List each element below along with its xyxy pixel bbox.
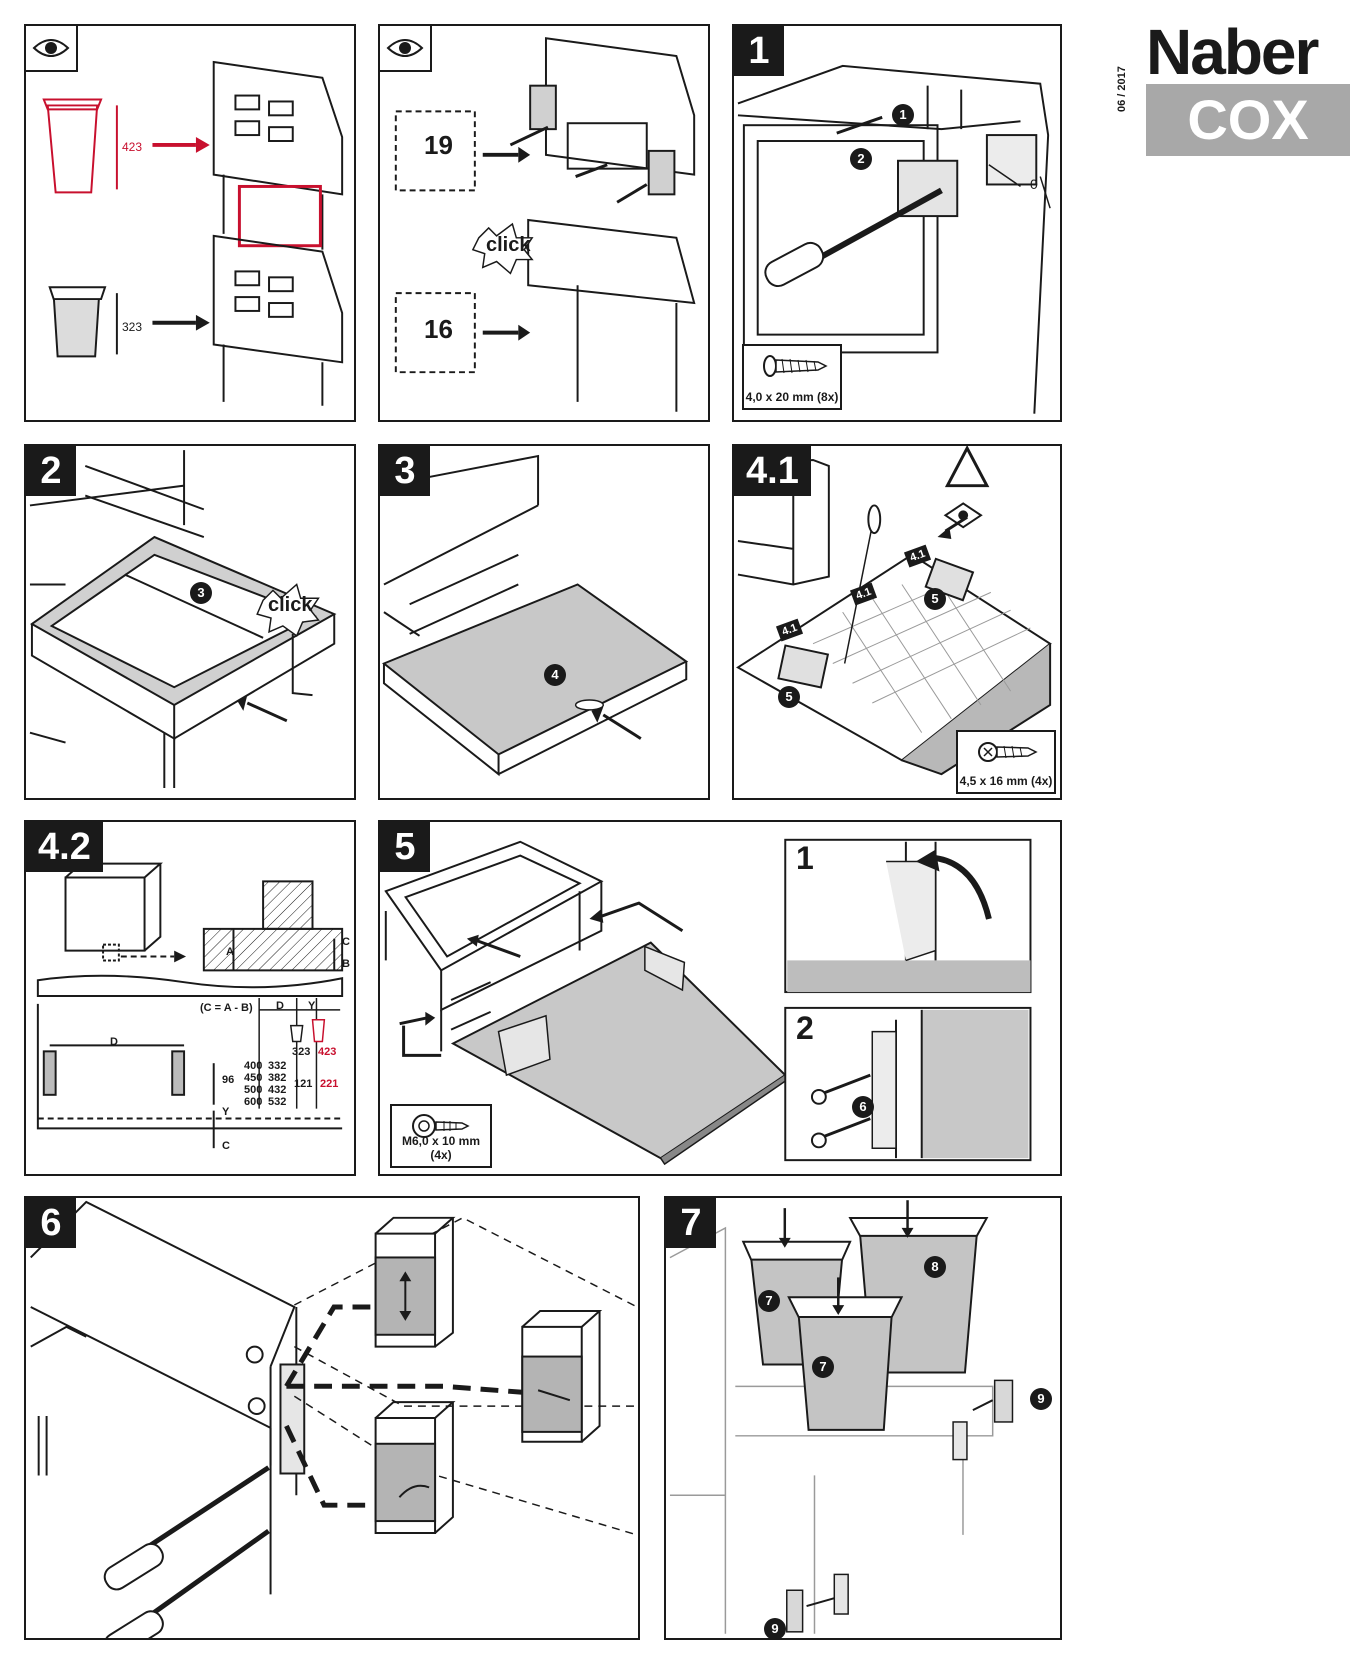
- panel-step-5: 5 1 2 6 M6,0 x 10 mm (4x): [378, 820, 1062, 1176]
- step-badge: 5: [778, 686, 800, 708]
- step-badge: 5: [924, 588, 946, 610]
- step-badge: 6: [852, 1096, 874, 1118]
- screw-spec-box: 4,5 x 16 mm (4x): [956, 730, 1056, 794]
- issue-date: 06 / 2017: [1116, 66, 1128, 112]
- bin-frame-illustration: [42, 60, 344, 406]
- step-badge: 1: [892, 104, 914, 126]
- panel-step-4-2: 4.2 A B C (C = A - B) D 96 Y C D Y 323 4…: [24, 820, 356, 1176]
- dim-b: B: [342, 958, 350, 970]
- step-4-2-illustration: [36, 862, 344, 1149]
- panel-step-3: 3 4: [378, 444, 710, 800]
- step-badge: 8: [924, 1256, 946, 1278]
- screw-icon: [978, 742, 1038, 762]
- table-col-small: 323: [292, 1046, 311, 1058]
- table-row-d: 432: [268, 1084, 287, 1096]
- step-badge: 4: [544, 664, 566, 686]
- step-5-illustration: [384, 838, 1032, 1166]
- table-y-large: 221: [320, 1078, 339, 1090]
- dim-c: C: [342, 936, 350, 948]
- table-row-d: 532: [268, 1096, 287, 1108]
- screw-spec-box: M6,0 x 10 mm (4x): [390, 1104, 492, 1168]
- panel-panel-thickness: 19 16 click: [378, 24, 710, 422]
- step-number: 7: [666, 1198, 716, 1248]
- table-row-left: 400: [244, 1060, 263, 1072]
- step-number: 4.2: [26, 822, 103, 872]
- step-1-illustration: [737, 64, 1051, 414]
- table-row-left: 450: [244, 1072, 263, 1084]
- step-number: 5: [380, 822, 430, 872]
- step-number: 2: [26, 446, 76, 496]
- step-number: 3: [380, 446, 430, 496]
- table-head-y: Y: [308, 1000, 316, 1012]
- label-16: 16: [424, 314, 453, 344]
- panel-step-2: 2 3 click: [24, 444, 356, 800]
- dim-d: D: [110, 1036, 118, 1048]
- step-badge: 3: [190, 582, 212, 604]
- step-number: 6: [26, 1198, 76, 1248]
- table-row-d: 332: [268, 1060, 287, 1072]
- gap-label: 0: [1030, 176, 1038, 192]
- eye-icon: [26, 26, 78, 72]
- dim-a: A: [226, 946, 234, 958]
- dim-96: 96: [222, 1074, 235, 1086]
- label-19: 19: [424, 130, 453, 160]
- screw-label: 4,0 x 20 mm (8x): [745, 390, 839, 404]
- table-row-left: 500: [244, 1084, 263, 1096]
- table-head-d: D: [276, 1000, 284, 1012]
- panel-step-6: 6: [24, 1196, 640, 1640]
- brand-logo: Naber: [1146, 16, 1319, 88]
- click-text: click: [268, 594, 313, 616]
- detail-number-2: 2: [796, 1010, 814, 1046]
- step-badge: 2: [850, 148, 872, 170]
- eye-icon: [380, 26, 432, 72]
- step-2-illustration: [29, 450, 337, 788]
- panel-step-4-1: 4.1 4.1 4.1 4.1 5 5 4,5 x 16 mm (4x): [732, 444, 1062, 800]
- screw-label: M6,0 x 10 mm (4x): [401, 1134, 481, 1162]
- table-row-left: 600: [244, 1096, 263, 1108]
- table-row-d: 382: [268, 1072, 287, 1084]
- step-3-illustration: [382, 454, 689, 777]
- step-number: 1: [734, 26, 784, 76]
- step-badge: 9: [764, 1618, 786, 1638]
- table-col-large: 423: [318, 1046, 337, 1058]
- step-4-1-illustration: [736, 446, 1052, 776]
- formula: (C = A - B): [200, 1002, 253, 1014]
- dim-c-bottom: C: [222, 1140, 230, 1152]
- panel-step-7: 7 7 7 8 9 9: [664, 1196, 1062, 1640]
- screw-icon: [412, 1114, 470, 1138]
- step-6-illustration: [30, 1200, 638, 1638]
- screw-label: 4,5 x 16 mm (4x): [959, 774, 1053, 788]
- screw-spec-box: 4,0 x 20 mm (8x): [742, 344, 842, 410]
- dim-y: Y: [222, 1106, 230, 1118]
- model-name: COX: [1146, 84, 1350, 156]
- step-badge: 7: [812, 1356, 834, 1378]
- frame-adapter-illustration: [394, 37, 696, 412]
- step-7-illustration: [669, 1200, 1014, 1634]
- panel-bin-size-overview: 423 323: [24, 24, 356, 422]
- detail-number-1: 1: [796, 840, 814, 876]
- step-badge: 9: [1030, 1388, 1052, 1410]
- table-y-small: 121: [294, 1078, 313, 1090]
- large-bin-height: 423: [122, 140, 143, 154]
- small-bin-height: 323: [122, 320, 143, 334]
- screw-icon: [763, 355, 828, 377]
- step-number: 4.1: [734, 446, 811, 496]
- panel-step-1: 1 1 2 0 4,0 x 20 mm (8x): [732, 24, 1062, 422]
- step-badge: 7: [758, 1290, 780, 1312]
- click-text: click: [486, 234, 531, 256]
